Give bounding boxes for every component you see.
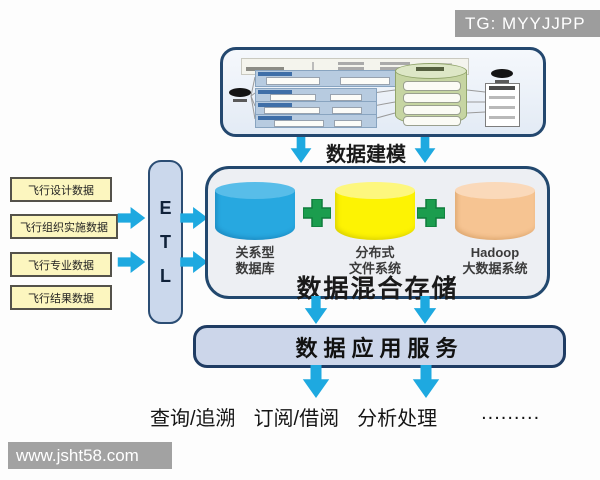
down-arrow-icon [411, 365, 441, 398]
source-box-flight-organization: 飞行组织实施数据 [10, 214, 118, 239]
right-arrow-icon [180, 207, 208, 229]
plus-icon [416, 198, 446, 228]
hadoop-label: Hadoop 大数据系统 [462, 245, 528, 277]
watermark-top-right: TG: MYYJJPP [455, 10, 600, 37]
output-subscribe-borrow: 订阅/借阅 [253, 408, 340, 430]
down-arrow-icon [288, 137, 314, 163]
storage-box: 关系型 数据库 分布式 文件系统 Hadoop 大数据系统 数据混合存储 [205, 166, 550, 303]
watermark-bottom-left: www.jsht58.com [8, 442, 172, 469]
database-cylinder-icon [395, 63, 467, 126]
down-arrow-icon [301, 296, 331, 324]
etl-box: E T L [148, 160, 183, 324]
source-label: 飞行组织实施数据 [20, 221, 108, 234]
etl-letter: T [160, 231, 171, 252]
user-silhouette-icon [491, 69, 515, 85]
source-box-flight-design: 飞行设计数据 [10, 177, 112, 202]
source-label: 飞行专业数据 [28, 259, 94, 272]
model-row [255, 88, 377, 102]
output-query-trace: 查询/追溯 [150, 408, 236, 430]
down-arrow-icon [301, 365, 331, 398]
watermark-text: www.jsht58.com [16, 445, 139, 465]
right-arrow-icon [117, 207, 146, 229]
etl-letter: L [160, 265, 171, 286]
user-silhouette-icon [229, 88, 253, 104]
down-arrow-icon [412, 137, 438, 163]
distributed-fs-cylinder-icon [335, 182, 415, 240]
right-arrow-icon [180, 251, 208, 273]
model-row [255, 70, 403, 87]
source-label: 飞行结果数据 [28, 292, 94, 305]
output-analysis: 分析处理 [357, 408, 438, 430]
watermark-text: TG: MYYJJPP [465, 13, 586, 33]
model-row [255, 101, 377, 115]
embedded-screenshot-panel [220, 47, 546, 137]
hadoop-cylinder-icon [455, 182, 535, 240]
storage-title: 数据混合存储 [296, 275, 459, 303]
output-ellipsis: ......... [481, 402, 541, 424]
source-box-flight-professional: 飞行专业数据 [10, 252, 112, 277]
etl-letter: E [159, 197, 172, 218]
relational-db-label: 关系型 数据库 [235, 245, 275, 277]
report-panel [485, 83, 520, 127]
model-row [255, 114, 377, 128]
relational-db-cylinder-icon [215, 182, 295, 240]
plus-icon [302, 198, 332, 228]
app-service-label: 数据应用服务 [295, 335, 464, 361]
source-label: 飞行设计数据 [28, 184, 94, 197]
down-arrow-icon [410, 296, 440, 324]
app-service-box: 数据应用服务 [193, 325, 566, 368]
right-arrow-icon [117, 251, 146, 273]
distributed-fs-label: 分布式 文件系统 [348, 245, 401, 277]
modeling-label: 数据建模 [326, 144, 406, 166]
source-box-flight-result: 飞行结果数据 [10, 285, 112, 310]
outputs-row: 查询/追溯 订阅/借阅 分析处理 ......... [150, 402, 550, 431]
